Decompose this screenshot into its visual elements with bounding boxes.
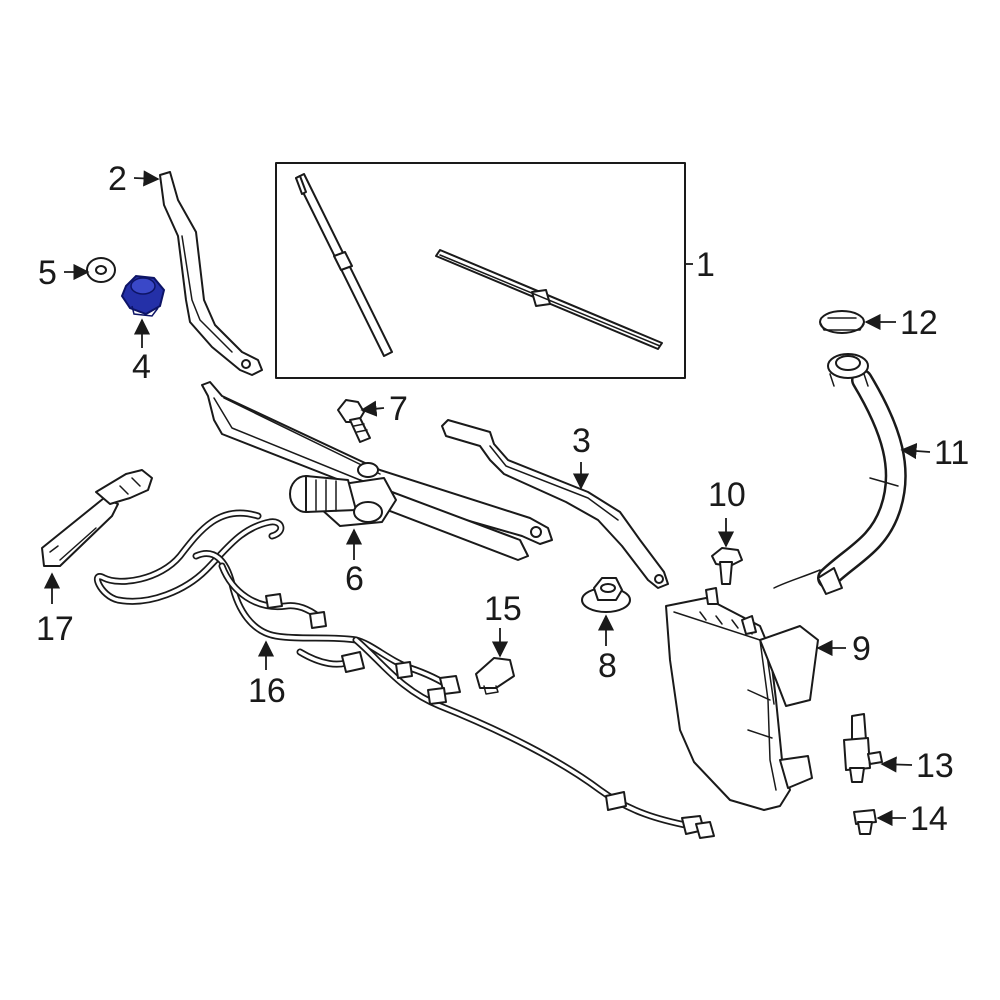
bolt[interactable]: [337, 399, 371, 443]
flange-nut[interactable]: [581, 577, 631, 613]
callout-16: 16: [248, 672, 286, 710]
washer-hose[interactable]: [94, 509, 715, 839]
washer-nozzle[interactable]: [475, 657, 515, 695]
wiper-arm-left[interactable]: [159, 171, 263, 376]
washer-reservoir[interactable]: [665, 587, 819, 811]
callout-7: 7: [389, 390, 408, 428]
callout-10: 10: [708, 476, 746, 514]
leader-lines: [43, 170, 931, 827]
washer-pump[interactable]: [843, 713, 883, 783]
wiper-arm-right[interactable]: [441, 419, 669, 589]
push-pin[interactable]: [711, 547, 743, 585]
callout-6: 6: [345, 560, 364, 598]
callout-1: 1: [696, 246, 715, 284]
callout-11: 11: [934, 434, 969, 472]
callout-15: 15: [484, 590, 522, 628]
callout-3: 3: [572, 422, 591, 460]
callout-8: 8: [598, 647, 617, 685]
callout-17: 17: [36, 610, 74, 648]
wiper-linkage-motor[interactable]: [201, 381, 553, 561]
callout-9: 9: [852, 630, 871, 668]
bracket[interactable]: [41, 469, 153, 567]
wiper-blade-set[interactable]: [275, 162, 686, 379]
callout-13: 13: [916, 747, 954, 785]
filler-cap[interactable]: [819, 310, 865, 334]
filler-neck[interactable]: [773, 353, 907, 595]
callout-labels: 1 2 3 4 5 6 7 8 9 10 11 12 13 14 15 16 1…: [36, 160, 969, 838]
washer[interactable]: [86, 257, 116, 283]
nut-highlighted[interactable]: [120, 274, 166, 317]
callout-12: 12: [900, 304, 938, 342]
grommet[interactable]: [853, 809, 877, 835]
callout-2: 2: [108, 160, 127, 198]
callout-4: 4: [132, 348, 151, 386]
callout-14: 14: [910, 800, 948, 838]
callout-5: 5: [38, 254, 57, 292]
